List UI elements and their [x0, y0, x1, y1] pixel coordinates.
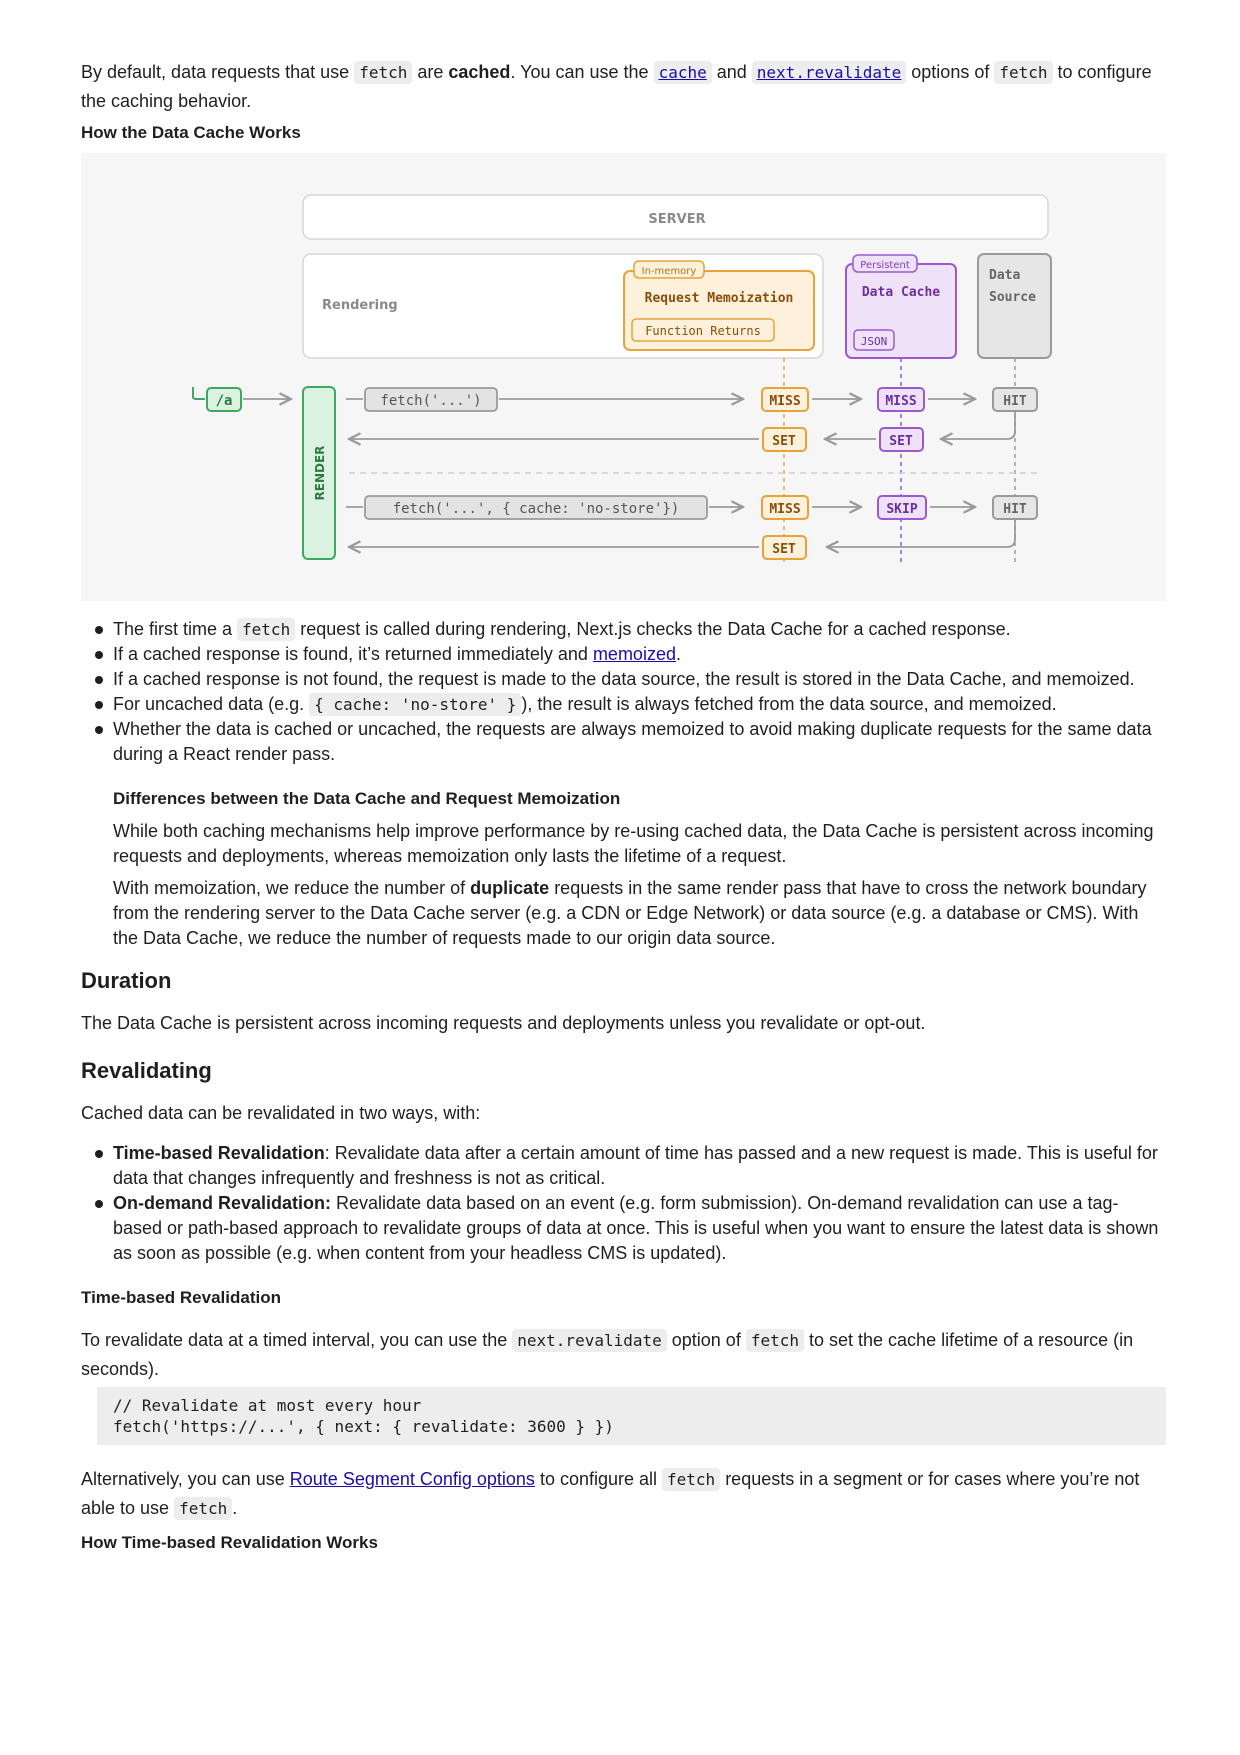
svg-text:MISS: MISS — [769, 502, 800, 517]
list-item: The first time a fetch request is called… — [81, 617, 1166, 642]
code-line: fetch('https://...', { next: { revalidat… — [113, 1417, 614, 1436]
json-label: JSON — [861, 335, 888, 348]
cache-skip-2 — [877, 495, 927, 520]
server-label: SERVER — [648, 212, 705, 227]
cache-set-1 — [879, 427, 924, 452]
intro-text: are — [412, 62, 449, 82]
list-item: For uncached data (e.g. { cache: 'no-sto… — [81, 692, 1166, 717]
inline-code: next.revalidate — [512, 1329, 667, 1352]
differences-callout: Differences between the Data Cache and R… — [81, 785, 1166, 951]
list-item: If a cached response is found, it’s retu… — [81, 642, 1166, 667]
route-badge — [206, 387, 242, 412]
duration-text: The Data Cache is persistent across inco… — [81, 1013, 926, 1033]
cache-link[interactable]: cache — [653, 61, 712, 84]
fetch-2-label: fetch('...', { cache: 'no-store'}) — [393, 501, 680, 517]
code-block: // Revalidate at most every hour fetch('… — [97, 1387, 1166, 1445]
data-cache-label: Data Cache — [862, 285, 940, 300]
rendering-label: Rendering — [322, 298, 398, 313]
intro-text: options of — [906, 62, 995, 82]
revalidation-types-list: Time-based Revalidation: Revalidate data… — [81, 1141, 1166, 1266]
code-line: // Revalidate at most every hour — [113, 1396, 422, 1415]
duration-heading: Duration — [81, 968, 172, 993]
next-revalidate-link[interactable]: next.revalidate — [751, 61, 907, 84]
time-based-heading: Time-based Revalidation — [81, 1288, 281, 1307]
intro-bold: cached — [448, 62, 511, 82]
request-memo-label: Request Memoization — [645, 291, 794, 306]
svg-text:MISS: MISS — [885, 394, 916, 409]
list-item: If a cached response is not found, the r… — [81, 667, 1166, 692]
list-item: Time-based Revalidation: Revalidate data… — [81, 1141, 1166, 1191]
memo-set-1 — [762, 427, 807, 452]
svg-text:MISS: MISS — [769, 394, 800, 409]
inline-code: { cache: 'no-store' } — [309, 693, 522, 716]
memo-miss-2 — [761, 495, 809, 520]
data-label: Data — [989, 268, 1020, 283]
inline-code: fetch — [994, 61, 1053, 84]
revalidating-heading: Revalidating — [81, 1058, 212, 1083]
alternative-paragraph: Alternatively, you can use Route Segment… — [81, 1468, 1140, 1520]
memo-set-2 — [762, 535, 807, 560]
callout-paragraph: While both caching mechanisms help impro… — [113, 821, 1154, 866]
inline-code: fetch — [174, 1497, 233, 1520]
inline-code: fetch — [745, 1329, 804, 1352]
svg-text:SET: SET — [772, 434, 796, 449]
fetch-1-label: fetch('...') — [380, 393, 481, 409]
inline-code: fetch — [662, 1468, 721, 1491]
render-label: RENDER — [313, 446, 327, 501]
persistent-label: Persistent — [860, 260, 910, 271]
svg-text:HIT: HIT — [1003, 394, 1027, 409]
svg-text:SKIP: SKIP — [886, 502, 917, 517]
time-based-paragraph: To revalidate data at a timed interval, … — [81, 1329, 1134, 1379]
intro-text: By default, data requests that use — [81, 62, 355, 82]
how-heading: How the Data Cache Works — [81, 123, 301, 142]
memoized-link[interactable]: memoized — [592, 644, 676, 664]
data-cache-diagram: SERVER Rendering In-memory Request Memoi… — [81, 153, 1166, 601]
memo-miss-1 — [761, 387, 809, 412]
route-segment-config-link[interactable]: Route Segment Config options — [289, 1469, 535, 1489]
callout-paragraph: With memoization, we reduce the number o… — [113, 878, 1147, 948]
fetch-1-pill — [364, 387, 498, 412]
inline-code: fetch — [354, 61, 413, 84]
revalidating-text: Cached data can be revalidated in two wa… — [81, 1103, 481, 1123]
route-label: /a — [216, 393, 233, 409]
server-bar — [302, 194, 1049, 240]
callout-title: Differences between the Data Cache and R… — [113, 789, 621, 808]
intro-text: to configure the caching behavior. — [81, 62, 1152, 111]
svg-text:SET: SET — [889, 434, 913, 449]
render-bar — [302, 386, 336, 560]
document-page: By default, data requests that use fetch… — [81, 58, 1166, 1557]
intro-text: . You can use the — [510, 62, 654, 82]
list-item: Whether the data is cached or uncached, … — [81, 717, 1166, 767]
fetch-2-pill — [364, 495, 708, 520]
intro-paragraph: By default, data requests that use fetch… — [81, 58, 1166, 115]
how-time-based-heading: How Time-based Revalidation Works — [81, 1533, 378, 1552]
cache-miss-1 — [877, 387, 925, 412]
source-label: Source — [989, 290, 1036, 305]
in-memory-label: In-memory — [642, 266, 697, 277]
how-it-works-list: The first time a fetch request is called… — [81, 617, 1166, 767]
intro-text: and — [711, 62, 752, 82]
svg-text:HIT: HIT — [1003, 502, 1027, 517]
inline-code: fetch — [237, 618, 296, 641]
function-returns-label: Function Returns — [645, 324, 761, 338]
svg-text:SET: SET — [772, 542, 796, 557]
list-item: On-demand Revalidation: Revalidate data … — [81, 1191, 1166, 1266]
